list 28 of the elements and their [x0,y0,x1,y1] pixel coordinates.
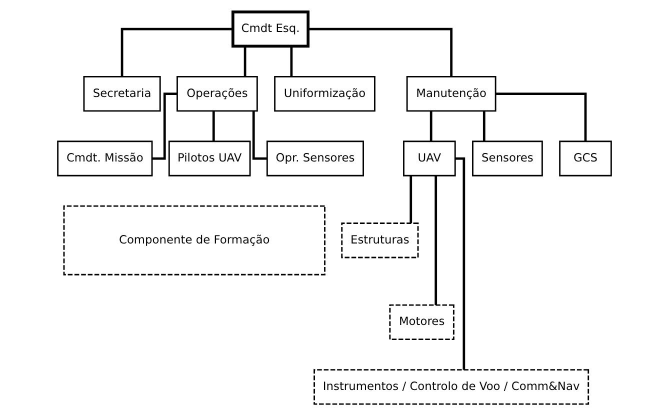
node-box: Secretaria [83,76,161,112]
node-box: Estruturas [341,222,419,258]
node-box: Motores [389,304,454,340]
node-box: Uniformização [274,76,376,112]
connector [308,28,452,76]
node-box: Cmdt Esq. [231,10,310,48]
node-box: Componente de Formação [63,205,326,276]
node-box: Sensores [472,140,543,176]
connector [496,92,587,142]
node-box: Manutenção [406,76,496,112]
connector [434,176,438,305]
node-box: Pilotos UAV [168,140,251,176]
node-box: UAV [403,140,456,176]
node-box: Opr. Sensores [266,140,364,176]
connector [244,46,246,76]
connector [252,111,267,160]
connector [152,92,178,160]
connector [430,111,432,142]
connector [455,157,466,370]
connector [290,46,293,76]
node-box: Operações [176,76,258,112]
node-box: Instrumentos / Controlo de Voo / Comm&Nav [314,369,590,405]
connector [410,176,412,224]
node-box: Cmdt. Missão [57,140,153,176]
connector [120,28,233,76]
connector [212,111,215,142]
connector [482,111,486,142]
node-box: GCS [559,140,612,176]
